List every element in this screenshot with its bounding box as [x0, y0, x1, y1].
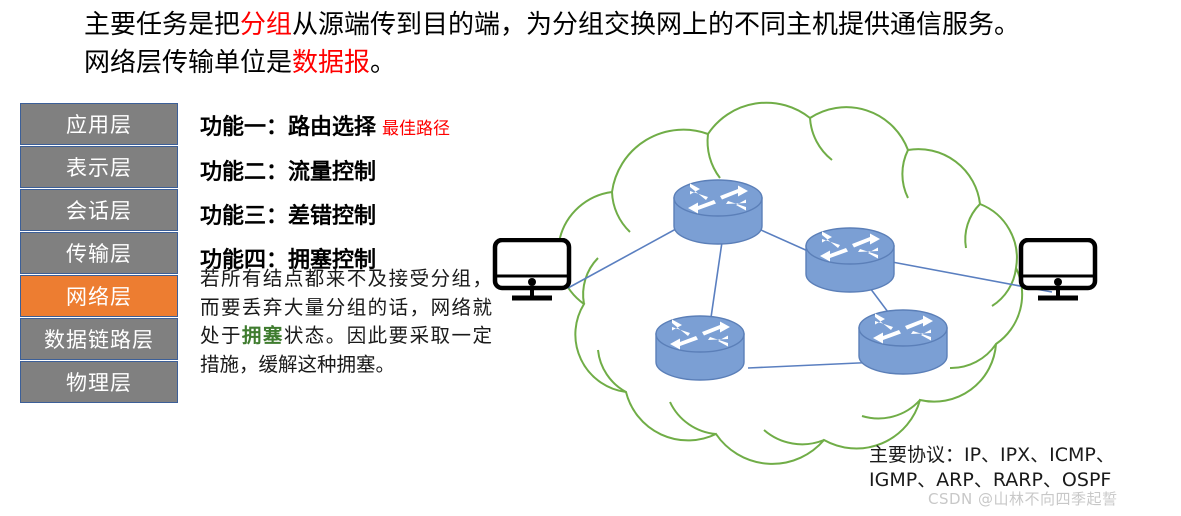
- function-note-best-path: 最佳路径: [382, 119, 451, 139]
- paragraph-part-2: 状态。因此要采取一定措施，缓解这种拥塞。: [200, 324, 492, 376]
- title-line-1: 主要任务是把分组从源端传到目的端，为分组交换网上的不同主机提供通信服务。: [84, 6, 1174, 44]
- title-line-2: 网络层传输单位是数据报。: [84, 44, 1174, 82]
- congestion-paragraph: 若所有结点都来不及接受分组，而要丢弃大量分组的话，网络就处于拥塞状态。因此要采取…: [200, 265, 492, 379]
- router-bottom-left-icon[interactable]: [655, 315, 745, 381]
- osi-layer-label: 会话层: [66, 199, 132, 223]
- csdn-watermark: CSDN @山林不向四季起誓: [928, 490, 1118, 508]
- osi-layer-label: 表示层: [66, 156, 132, 180]
- function-item-1: 功能一：路由选择最佳路径: [200, 106, 500, 151]
- host-left-monitor-icon[interactable]: [495, 240, 569, 298]
- network-cloud-outline: [556, 101, 1024, 465]
- osi-layer-presentation[interactable]: 表示层: [20, 146, 178, 188]
- network-cloud-diagram: [480, 100, 1170, 470]
- paragraph-part-1: 若所有结点都来不及接受分组，而要丢弃大量分组的话，网络就处于: [200, 267, 492, 347]
- function-item-4: 功能四：拥塞控制: [200, 239, 500, 283]
- router-bottom-right-icon[interactable]: [858, 309, 948, 375]
- title-text-2c: 。: [370, 48, 397, 78]
- osi-layer-datalink[interactable]: 数据链路层: [20, 318, 178, 360]
- osi-layer-session[interactable]: 会话层: [20, 189, 178, 231]
- title-highlight-packet: 分组: [240, 10, 293, 40]
- function-label: 功能二：流量控制: [200, 160, 377, 185]
- protocols-line-1: 主要协议：IP、IPX、ICMP、: [869, 444, 1115, 466]
- osi-layer-transport[interactable]: 传输层: [20, 232, 178, 274]
- osi-layer-physical[interactable]: 物理层: [20, 361, 178, 403]
- host-right-monitor-icon[interactable]: [1021, 240, 1095, 298]
- title-text-1c: 从源端传到目的端，为分组交换网上的不同主机提供通信服务。: [292, 10, 1021, 40]
- router-top-left-icon[interactable]: [673, 179, 763, 245]
- osi-layer-application[interactable]: 应用层: [20, 103, 178, 145]
- osi-layer-label: 数据链路层: [44, 328, 154, 352]
- function-item-2: 功能二：流量控制: [200, 151, 500, 195]
- page-title: 主要任务是把分组从源端传到目的端，为分组交换网上的不同主机提供通信服务。 网络层…: [84, 6, 1174, 82]
- function-label: 功能四：拥塞控制: [200, 248, 377, 273]
- function-label: 功能一：路由选择: [200, 115, 377, 140]
- title-text-2a: 网络层传输单位是: [84, 48, 293, 78]
- title-highlight-datagram: 数据报: [292, 48, 371, 78]
- paragraph-highlight-congestion: 拥塞: [241, 324, 284, 347]
- function-label: 功能三：差错控制: [200, 204, 377, 229]
- osi-layer-label: 物理层: [66, 371, 132, 395]
- protocols-caption: 主要协议：IP、IPX、ICMP、 IGMP、ARP、RARP、OSPF: [869, 443, 1179, 493]
- osi-layer-network[interactable]: 网络层: [20, 275, 178, 317]
- function-list: 功能一：路由选择最佳路径 功能二：流量控制 功能三：差错控制 功能四：拥塞控制: [200, 106, 500, 283]
- osi-layer-label: 网络层: [66, 285, 132, 309]
- function-item-3: 功能三：差错控制: [200, 195, 500, 239]
- title-text-1a: 主要任务是把: [84, 10, 241, 40]
- osi-layer-stack: 应用层 表示层 会话层 传输层 网络层 数据链路层 物理层: [20, 103, 178, 404]
- router-mid-right-icon[interactable]: [805, 227, 895, 293]
- protocols-line-2: IGMP、ARP、RARP、OSPF: [869, 469, 1112, 491]
- osi-layer-label: 应用层: [66, 113, 132, 137]
- link-router-bottom-left-to-router-bottom-right: [747, 361, 881, 369]
- osi-layer-label: 传输层: [66, 242, 132, 266]
